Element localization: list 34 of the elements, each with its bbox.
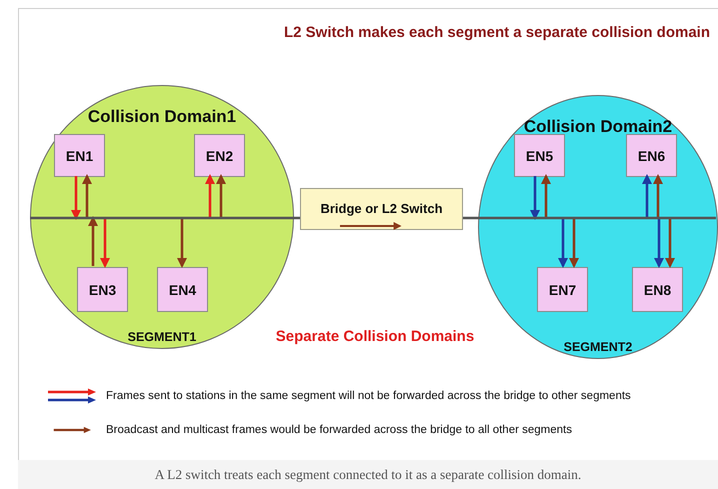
arrow	[216, 174, 226, 218]
arrow	[88, 216, 98, 266]
domain-heading: Collision Domain1	[86, 107, 238, 127]
station-box: EN3	[77, 267, 128, 312]
arrow	[177, 218, 187, 268]
segment-label: SEGMENT2	[562, 340, 634, 354]
caption: A L2 switch treats each segment connected to it as a separate collision domain.	[18, 460, 718, 489]
station-box: EN1	[54, 134, 105, 177]
arrow	[82, 174, 92, 218]
station-box: EN7	[537, 267, 588, 312]
arrow	[653, 174, 663, 218]
arrow	[654, 218, 664, 268]
station-box: EN4	[157, 267, 208, 312]
arrow	[642, 174, 652, 218]
legend-text: Frames sent to stations in the same segment will not be forwarded across the bridge to other segments	[106, 390, 631, 402]
arrow	[569, 218, 579, 268]
note: Separate Collision Domains	[274, 328, 476, 345]
bus-line	[463, 216, 716, 220]
station-box: EN6	[626, 134, 677, 177]
arrow	[205, 174, 215, 218]
bridge-box: Bridge or L2 Switch	[300, 188, 463, 230]
arrow	[558, 218, 568, 268]
arrow	[100, 218, 110, 268]
title: L2 Switch makes each segment a separate collision domain	[283, 24, 710, 41]
domain-heading: Collision Domain2	[522, 117, 674, 137]
bus-line	[30, 216, 300, 220]
arrow	[71, 176, 81, 220]
arrow	[530, 176, 540, 220]
station-box: EN8	[632, 267, 683, 312]
station-box: EN5	[514, 134, 565, 177]
arrow	[541, 174, 551, 218]
arrow	[665, 218, 675, 268]
legend-text: Broadcast and multicast frames would be forwarded across the bridge to all other segments	[106, 424, 572, 436]
station-box: EN2	[194, 134, 245, 177]
